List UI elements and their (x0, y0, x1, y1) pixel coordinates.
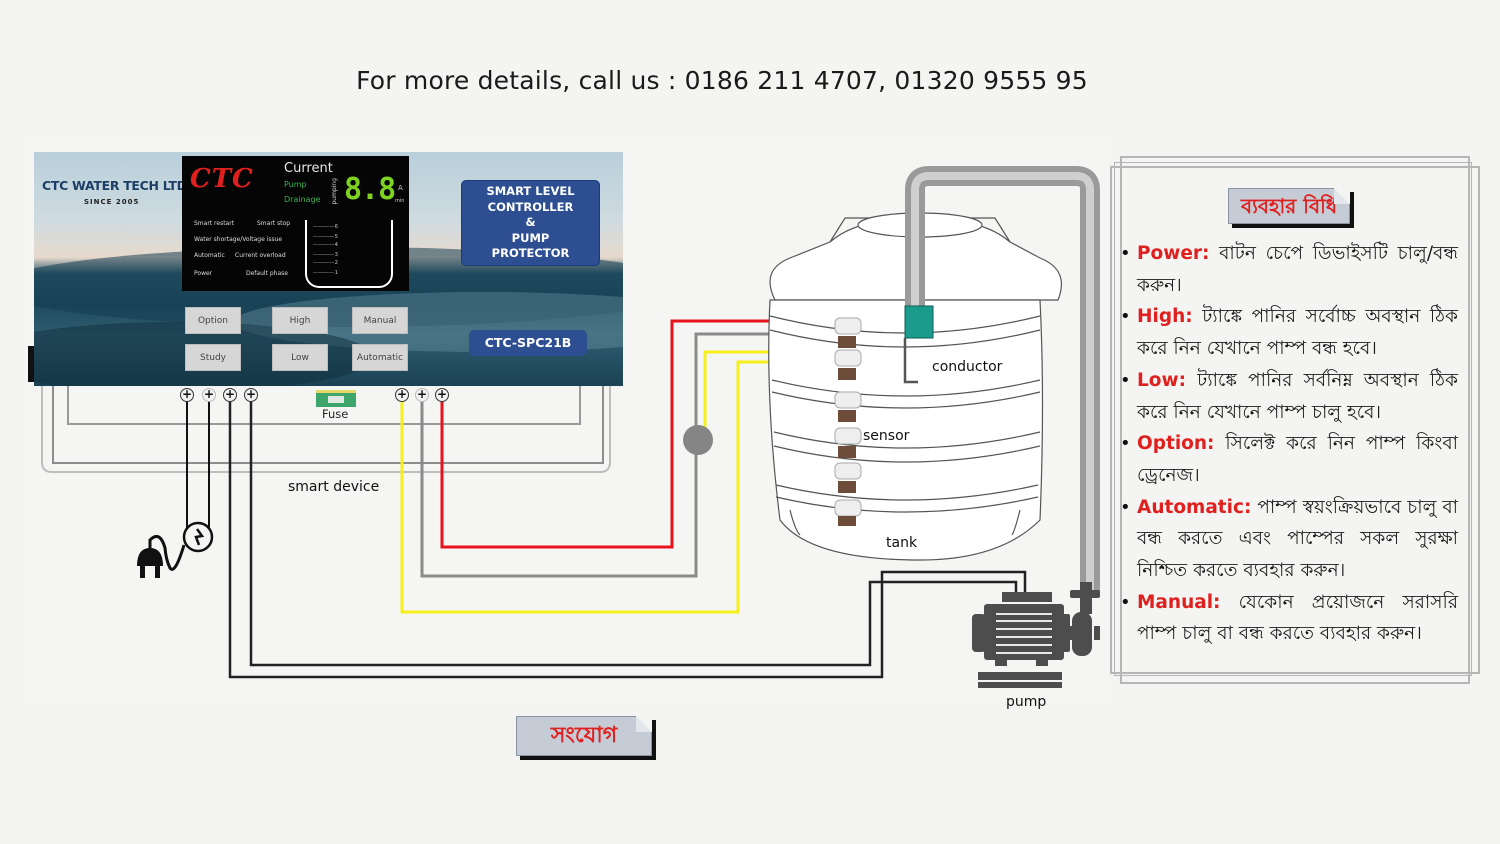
conductor-probe (904, 305, 934, 339)
level-5: 5 (334, 234, 338, 240)
instruction-key: High: (1137, 306, 1193, 328)
instructions-list: Power: বাটন চেপে ডিভাইসটি চালু/বন্ধ করুন… (1118, 238, 1458, 650)
terminal-screw-icon: + (223, 387, 237, 402)
terminal-screw-icon: + (244, 387, 258, 402)
option-button[interactable]: Option (185, 307, 241, 334)
instruction-automatic: Automatic: পাম্প স্বয়ংক্রিয়ভাবে চালু ব… (1118, 492, 1458, 587)
lcd-status-smart-stop: Smart stop (257, 220, 291, 227)
sensor-wire-gray (420, 332, 838, 578)
sensor-label: sensor (863, 428, 910, 444)
panel-frame-inner (1114, 162, 1472, 676)
instructions-title: ব্যবহার বিধি (1228, 188, 1350, 224)
pump-wire-1 (228, 395, 1027, 679)
terminal-screw-icon: + (395, 387, 409, 402)
level-indicator: ··················· 6 ··················… (305, 220, 393, 288)
wire-junction (683, 425, 713, 455)
level-4: 4 (334, 242, 338, 248)
lcd-status-power: Power (194, 270, 213, 277)
terminal-screw-icon: + (180, 387, 194, 402)
company-name: CTC WATER TECH LTD. (42, 178, 192, 193)
badge-line-1: SMART LEVEL (486, 184, 575, 199)
model-number: CTC-SPC21B (469, 330, 587, 356)
low-button[interactable]: Low (272, 344, 328, 371)
instruction-high: High: ট্যাঙ্কে পানির সর্বোচ্চ অবস্থান ঠি… (1118, 301, 1458, 364)
device-housing-outline-outer (41, 380, 611, 473)
instruction-key: Option: (1137, 433, 1215, 455)
conductor-label: conductor (932, 359, 1003, 375)
lcd-pump-label: Pump (284, 180, 307, 189)
pump-label: pump (1006, 694, 1047, 710)
contact-info: For more details, call us : 0186 211 470… (356, 66, 1088, 95)
lcd-status-smart-restart: Smart restart (194, 220, 235, 227)
study-button[interactable]: Study (185, 344, 241, 371)
lcd-status-automatic: Automatic (194, 252, 225, 259)
fuse-label: Fuse (322, 407, 349, 421)
conductor-rod (903, 338, 918, 384)
instruction-low: Low: ট্যাঙ্কে পানির সর্বনিম্ন অবস্থান ঠি… (1118, 365, 1458, 428)
smart-device-panel: CTC WATER TECH LTD. SINCE 2005 CTC Curre… (34, 152, 623, 386)
instruction-manual: Manual: যেকোন প্রয়োজনে সরাসরি পাম্প চাল… (1118, 587, 1458, 650)
instruction-key: Automatic: (1137, 496, 1252, 518)
level-1: 1 (334, 270, 338, 276)
badge-line-5: PROTECTOR (491, 246, 570, 261)
fuse-icon (316, 390, 356, 407)
level-6: 6 (334, 224, 338, 230)
lcd-pumping-label: pumping (331, 178, 338, 205)
device-housing-outline-inner (67, 380, 581, 425)
product-badge: SMART LEVEL CONTROLLER & PUMP PROTECTOR (461, 180, 600, 266)
badge-line-2: CONTROLLER (487, 199, 574, 214)
level-3: 3 (334, 252, 338, 258)
tank-label: tank (886, 535, 918, 551)
device-side-mount (28, 346, 36, 382)
lcd-status-current-overload: Current overload (235, 252, 286, 259)
manual-button[interactable]: Manual (352, 307, 408, 334)
pump-motor (972, 582, 1100, 688)
lcd-unit-amp: A (398, 184, 403, 192)
water-pipe (905, 166, 1100, 592)
terminal-screw-icon: + (435, 387, 449, 402)
device-housing-outline-mid (52, 380, 604, 464)
automatic-button[interactable]: Automatic (352, 344, 408, 371)
panel-frame-side (1110, 166, 1480, 674)
lcd-current-label: Current (284, 161, 333, 176)
instruction-key: Manual: (1137, 591, 1221, 613)
level-2: 2 (334, 260, 338, 266)
terminal-screw-icon: + (202, 387, 216, 402)
lcd-display: CTC Current Pump Drainage pumping 8.8 A … (182, 156, 409, 291)
instruction-text: বাটন চেপে ডিভাইসটি চালু/বন্ধ করুন। (1137, 243, 1458, 296)
instruction-text: ট্যাঙ্কে পানির সর্বোচ্চ অবস্থান ঠিক করে … (1137, 306, 1458, 360)
instruction-key: Low: (1137, 369, 1186, 391)
instruction-text: যেকোন প্রয়োজনে সরাসরি পাম্প চালু বা বন্… (1137, 591, 1458, 645)
instruction-text: ট্যাঙ্কে পানির সর্বনিম্ন অবস্থান ঠিক করে… (1137, 369, 1458, 423)
sensor-probe-chain (834, 317, 862, 526)
sensor-wire-red (440, 319, 838, 549)
instruction-key: Power: (1137, 243, 1210, 264)
lcd-status-water-shortage: Water shortage/Voltage issue (194, 236, 283, 243)
instructions-panel: ব্যবহার বিধি Power: বাটন চেপে ডিভাইসটি চ… (1110, 156, 1480, 686)
power-plug-icon (137, 521, 214, 578)
instruction-text: সিলেক্ট করে নিন পাম্প কিংবা ড্রেনেজ। (1137, 433, 1458, 486)
lcd-status-default-phase: Default phase (246, 270, 288, 277)
instruction-option: Option: সিলেক্ট করে নিন পাম্প কিংবা ড্রে… (1118, 428, 1458, 491)
high-button[interactable]: High (272, 307, 328, 334)
lcd-unit-min: min (395, 198, 405, 204)
badge-line-4: PUMP (511, 230, 550, 245)
terminal-screw-icon: + (415, 387, 429, 402)
badge-line-3: & (525, 215, 536, 230)
lcd-digits: 8.8 (344, 172, 396, 207)
connection-note: সংযোগ (516, 716, 652, 756)
company-since: SINCE 2005 (84, 198, 140, 206)
pump-wire-2 (249, 395, 1018, 667)
ctc-logo: CTC (190, 164, 254, 194)
smart-device-label: smart device (288, 479, 380, 495)
lcd-drainage-label: Drainage (284, 195, 321, 204)
instruction-power: Power: বাটন চেপে ডিভাইসটি চালু/বন্ধ করুন… (1118, 238, 1458, 301)
instruction-text: পাম্প স্বয়ংক্রিয়ভাবে চালু বা বন্ধ করতে… (1137, 496, 1459, 582)
